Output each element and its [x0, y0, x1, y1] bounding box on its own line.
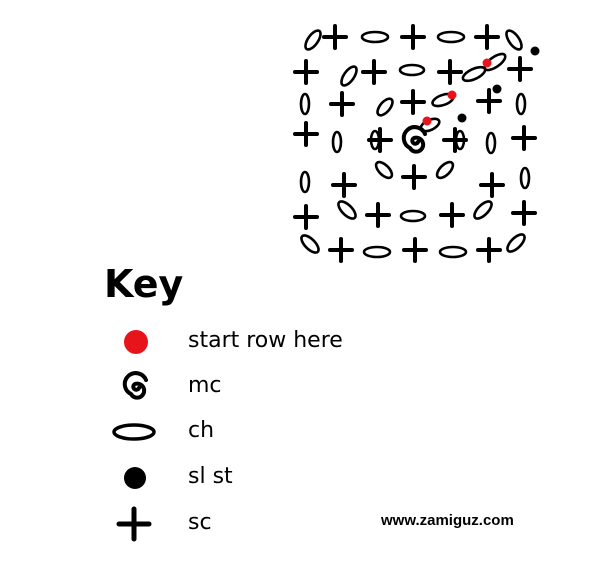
ch-stitch	[399, 209, 427, 223]
ch-stitch	[398, 63, 426, 77]
sc-stitch	[400, 89, 426, 115]
ch-stitch	[362, 245, 392, 259]
sc-stitch	[293, 204, 319, 230]
ch-stitch	[337, 200, 357, 220]
ch-stitch	[473, 200, 493, 220]
ch-stitch	[300, 234, 320, 254]
sc-stitch	[402, 237, 428, 263]
ch-stitch	[461, 65, 487, 83]
key-label-start: start row here	[188, 328, 343, 353]
sc-stitch	[293, 121, 319, 147]
ch-stitch	[515, 92, 527, 116]
sc-stitch	[476, 88, 502, 114]
red-dot-icon	[124, 330, 148, 354]
ch-stitch	[454, 129, 466, 151]
ch-stitch	[519, 166, 531, 190]
key-row-ch: ch	[108, 412, 528, 452]
key-label-ch: ch	[188, 418, 215, 443]
ch-stitch	[299, 170, 311, 194]
ch-stitch	[505, 29, 523, 51]
chain-oval-icon	[112, 423, 156, 441]
ch-stitch	[340, 65, 358, 87]
ch-stitch	[376, 97, 394, 117]
ch-stitch	[304, 29, 322, 51]
sl-st-dot	[457, 113, 467, 123]
sc-stitch	[511, 125, 537, 151]
sc-stitch	[331, 172, 357, 198]
key-row-slst: sl st	[108, 458, 528, 498]
start-dot	[422, 116, 432, 126]
sc-stitch	[437, 59, 463, 85]
sc-stitch	[322, 24, 348, 50]
sc-stitch	[511, 200, 537, 226]
sc-stitch	[329, 91, 355, 117]
ch-stitch	[299, 92, 311, 116]
ch-stitch	[369, 129, 381, 151]
start-dot	[447, 90, 457, 100]
key-label-mc: mc	[188, 373, 222, 398]
sc-stitch	[328, 237, 354, 263]
sl-st-dot	[530, 46, 540, 56]
ch-stitch	[438, 245, 468, 259]
sl-st-dot	[492, 84, 502, 94]
key-label-slst: sl st	[188, 464, 233, 489]
start-dot	[482, 58, 492, 68]
mc-stitch	[401, 125, 427, 154]
sc-stitch	[479, 172, 505, 198]
sc-stitch	[400, 24, 426, 50]
ch-stitch	[436, 30, 466, 44]
key-row-sc: sc	[108, 504, 528, 544]
ch-stitch	[360, 30, 390, 44]
plus-icon	[116, 506, 152, 542]
magic-circle-icon	[122, 371, 148, 400]
sc-stitch	[507, 56, 533, 82]
key-title: Key	[104, 262, 184, 306]
sc-stitch	[401, 164, 427, 190]
sc-stitch	[365, 202, 391, 228]
sc-stitch	[361, 59, 387, 85]
key-row-start: start row here	[108, 322, 528, 362]
ch-stitch	[331, 130, 343, 154]
website-credit: www.zamiguz.com	[381, 512, 514, 529]
black-dot-icon	[124, 467, 146, 489]
ch-stitch	[435, 160, 455, 180]
sc-stitch	[293, 59, 319, 85]
sc-stitch	[439, 202, 465, 228]
sc-stitch	[476, 237, 502, 263]
ch-stitch	[374, 160, 394, 180]
ch-stitch	[483, 52, 507, 72]
key-row-mc: mc	[108, 367, 528, 407]
sc-stitch	[474, 24, 500, 50]
ch-stitch	[506, 233, 526, 253]
ch-stitch	[485, 131, 497, 155]
key-label-sc: sc	[188, 510, 212, 535]
